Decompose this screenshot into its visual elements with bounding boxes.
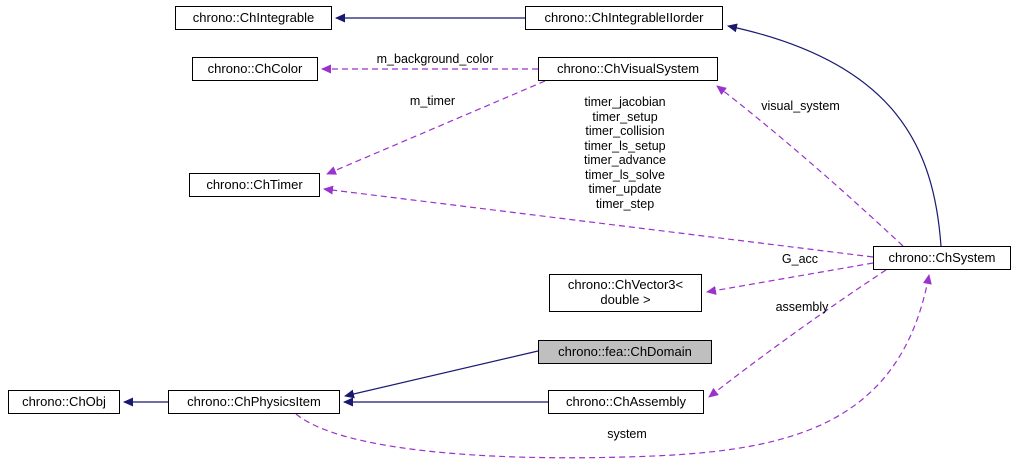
node-chsystem[interactable]: chrono::ChSystem xyxy=(873,246,1011,270)
node-chvisualsystem[interactable]: chrono::ChVisualSystem xyxy=(538,57,718,81)
edge-label-g-acc: G_acc xyxy=(781,252,819,266)
node-chcolor[interactable]: chrono::ChColor xyxy=(192,57,318,81)
edge-label-assembly: assembly xyxy=(775,300,829,314)
node-chphysicsitem[interactable]: chrono::ChPhysicsItem xyxy=(168,390,340,414)
edge-inheritance-system-to-integrable2 xyxy=(727,23,942,247)
node-chassembly[interactable]: chrono::ChAssembly xyxy=(548,390,704,414)
edge-inheritance-domain-to-physicsitem xyxy=(344,350,539,399)
node-chobj[interactable]: chrono::ChObj xyxy=(8,390,120,414)
node-chvector3-double[interactable]: chrono::ChVector3< double > xyxy=(549,274,702,312)
node-chdomain-focus: chrono::fea::ChDomain xyxy=(538,340,712,364)
node-chintegrableiiorder[interactable]: chrono::ChIntegrableIIorder xyxy=(525,6,723,30)
edge-label-m-background-color: m_background_color xyxy=(376,52,494,66)
edge-label-visual-system: visual_system xyxy=(761,99,840,113)
edge-usage-assembly xyxy=(708,269,887,398)
edge-label-m-timer: m_timer xyxy=(409,94,456,108)
edge-usage-visual-system xyxy=(716,85,904,247)
node-chintegrable[interactable]: chrono::ChIntegrable xyxy=(175,6,332,30)
node-chtimer[interactable]: chrono::ChTimer xyxy=(189,173,320,197)
edge-usage-g-acc xyxy=(706,262,874,295)
edge-label-timers: timer_jacobian timer_setup timer_collisi… xyxy=(584,95,666,211)
edge-usage-timers xyxy=(323,185,874,258)
edge-label-system: system xyxy=(607,427,647,441)
